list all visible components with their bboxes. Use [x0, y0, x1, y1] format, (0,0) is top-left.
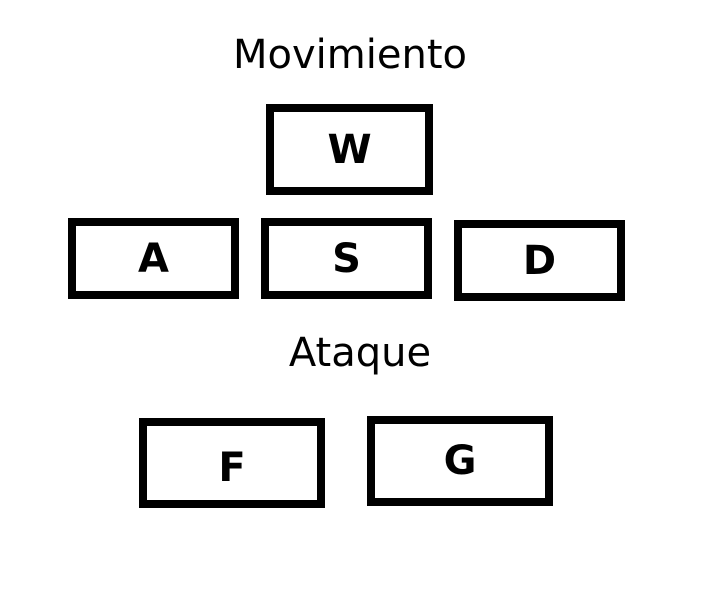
attack-title: Ataque [288, 330, 432, 376]
key-s-button[interactable]: S [261, 218, 432, 299]
key-g-label: G [443, 438, 477, 484]
key-d-label: D [522, 237, 557, 284]
key-f-label: F [218, 445, 246, 491]
key-d-button[interactable]: D [454, 220, 625, 301]
movement-title: Movimiento [233, 32, 467, 78]
key-a-button[interactable]: A [68, 218, 239, 299]
key-w-label: W [327, 126, 372, 173]
key-w-button[interactable]: W [266, 104, 433, 195]
key-s-label: S [332, 235, 361, 282]
key-g-button[interactable]: G [367, 416, 553, 506]
key-f-button[interactable]: F [139, 418, 325, 508]
key-a-label: A [138, 235, 169, 282]
